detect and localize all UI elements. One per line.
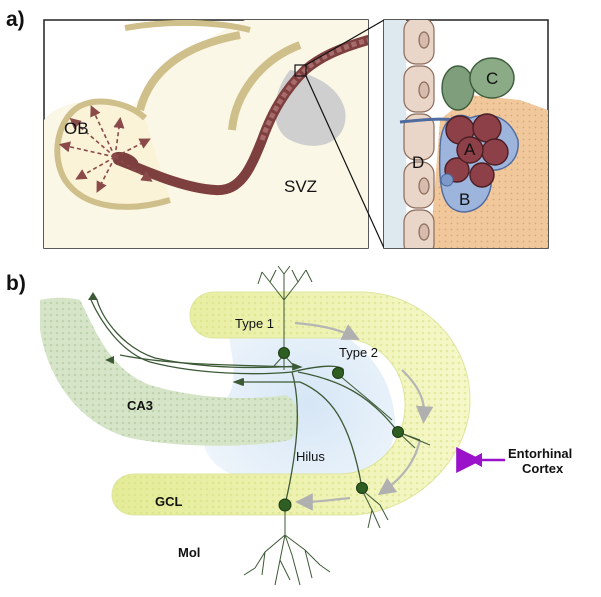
mossy-fiber-axons [90, 299, 399, 506]
panel-a-label: a) [6, 8, 25, 31]
ca3-label: CA3 [127, 398, 153, 413]
brain-sagittal-box: OB SVZ [43, 19, 369, 249]
zoom-line-top [305, 19, 385, 66]
cell-D-label: D [412, 153, 424, 172]
cell-C-label: C [486, 69, 498, 88]
mature-granule-neuron [243, 498, 331, 586]
type1-neural-stem-cell [257, 265, 313, 370]
immature-neuron-1 [392, 426, 431, 449]
axon-arrowheads [88, 292, 244, 386]
ob-label: OB [64, 119, 89, 138]
type1-label: Type 1 [235, 316, 274, 331]
cortical-fold-outer [124, 20, 251, 33]
cell-B-label: B [459, 190, 470, 209]
cell-A-label: A [464, 140, 476, 159]
zoom-line-bottom [305, 75, 385, 249]
entorhinal-label-line1: Entorhinal [508, 446, 572, 461]
cortical-fold-2 [228, 41, 302, 131]
radial-migration-arrows [58, 105, 153, 193]
mol-label: Mol [178, 545, 200, 560]
hilus-label: Hilus [296, 449, 325, 464]
svz-label: SVZ [284, 177, 317, 196]
cortical-fold-1 [136, 31, 241, 112]
immature-neuron-2 [356, 482, 389, 529]
entorhinal-arrowhead [469, 453, 482, 467]
gcl-label: GCL [155, 494, 183, 509]
entorhinal-label-line2: Cortex [522, 461, 564, 476]
maturation-arrows [294, 321, 434, 511]
zoom-region [294, 64, 307, 77]
cell-C [441, 57, 515, 111]
ependymal-cells-D [403, 20, 435, 248]
type2-label: Type 2 [339, 345, 378, 360]
svz-niche-box: A B C D [383, 19, 549, 249]
ventricle-lumen [384, 20, 406, 248]
panel-b-label: b) [6, 272, 26, 295]
type2-progenitor-cell [332, 367, 393, 421]
